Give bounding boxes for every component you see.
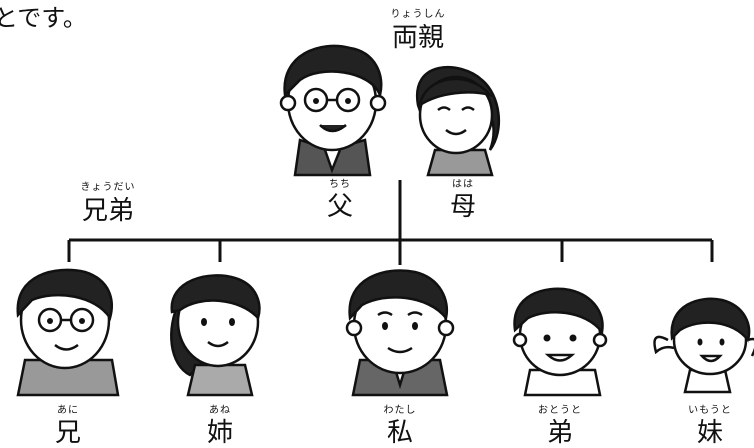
parents-ruby: りょうしん bbox=[390, 9, 446, 20]
younger-sister-ruby: いもうと bbox=[688, 405, 732, 416]
older-brother-label: 兄 bbox=[54, 418, 81, 448]
older-sister-label: 姉 bbox=[206, 418, 233, 448]
younger-brother-ruby: おとうと bbox=[538, 405, 582, 416]
tree-connectors bbox=[67, 180, 714, 265]
father-label: 父 bbox=[326, 192, 353, 222]
mother-ruby: はは bbox=[452, 179, 474, 190]
father-ruby: ちち bbox=[329, 179, 351, 190]
younger-sister-portrait bbox=[653, 297, 754, 394]
me-ruby: わたし bbox=[383, 405, 417, 416]
older-sister-ruby: あね bbox=[209, 405, 231, 416]
younger-brother-portrait bbox=[512, 287, 608, 397]
parents-label: 両親 bbox=[391, 23, 444, 53]
younger-sister-label: 妹 bbox=[696, 418, 723, 448]
older-brother-ruby: あに bbox=[57, 405, 79, 416]
me-label: 私 bbox=[386, 418, 413, 448]
younger-brother-label: 弟 bbox=[546, 418, 573, 448]
siblings-label: 兄弟 bbox=[81, 196, 134, 226]
mother-label: 母 bbox=[449, 192, 476, 222]
older-brother-portrait bbox=[16, 268, 120, 397]
older-sister-portrait bbox=[170, 274, 261, 397]
siblings-ruby: きょうだい bbox=[80, 182, 136, 193]
me-portrait bbox=[345, 269, 455, 397]
father-portrait bbox=[279, 44, 387, 177]
mother-portrait bbox=[415, 65, 501, 177]
intro-text-fragment: とです。 bbox=[0, 4, 87, 32]
